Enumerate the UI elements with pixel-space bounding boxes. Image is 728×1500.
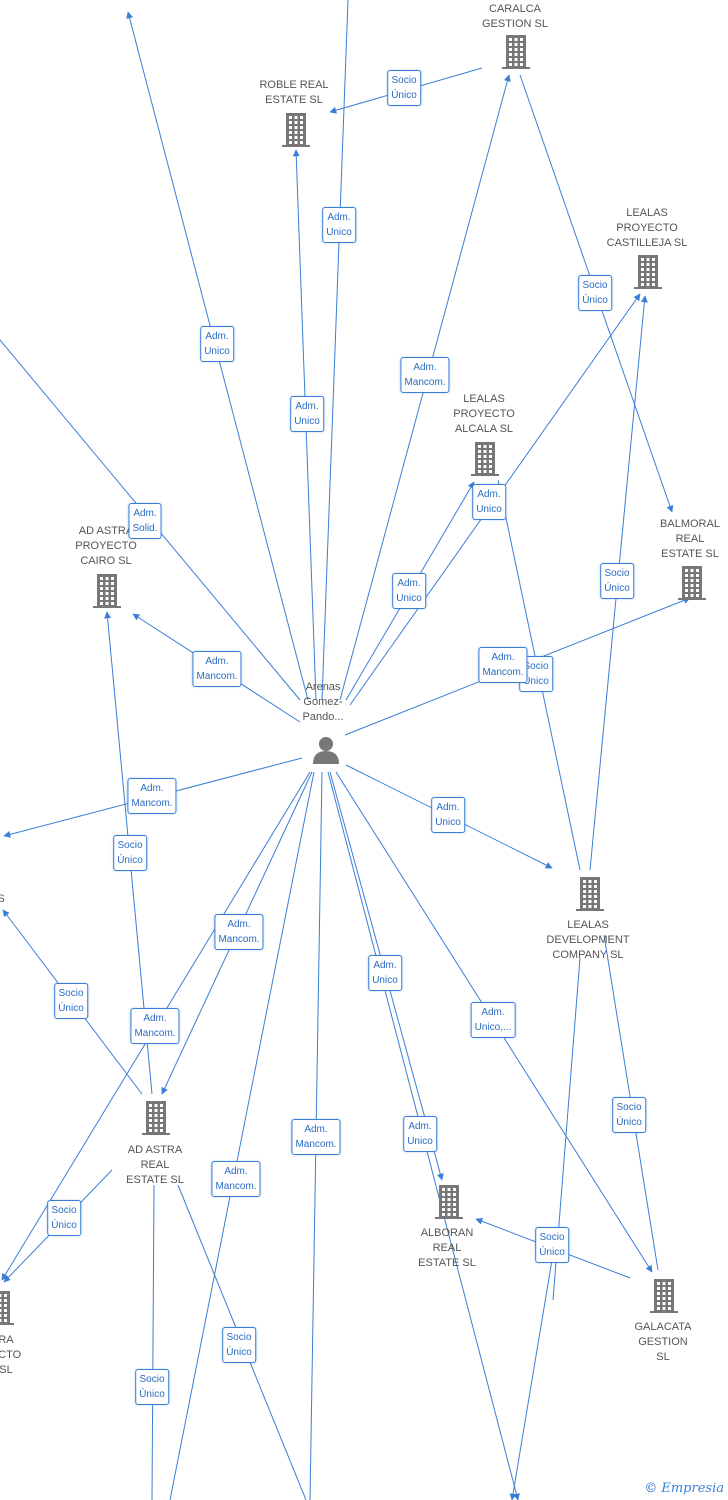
company-label-galacata[interactable]: GALACATA GESTION SL [634,1321,692,1363]
edge-24 [169,771,315,1500]
edge-role-label[interactable]: Adm. Mancom. [214,914,264,950]
building-icon[interactable] [93,574,121,608]
edge-role-label[interactable]: Socio Único [387,70,421,106]
edge-role-label[interactable]: Socio Único [612,1097,646,1133]
copyright-symbol: © [644,1481,658,1496]
edge-role-label[interactable]: Adm. Mancom. [130,1008,180,1044]
edge-role-label[interactable]: Socio Único [600,563,634,599]
edge-26 [151,1184,155,1500]
company-label-leftmid[interactable]: S [0,893,5,905]
edge-role-label[interactable]: Socio Único [113,835,147,871]
company-label-leftbottom[interactable]: RA ECTO SL [0,1334,22,1376]
edge-role-label[interactable]: Adm. Mancom. [211,1161,261,1197]
edge-role-label[interactable]: Adm. Unico [368,955,402,991]
building-icon[interactable] [502,35,530,69]
edge-role-label[interactable]: Socio Único [47,1200,81,1236]
edge-role-label[interactable]: Adm. Unico [431,797,465,833]
edge-1 [321,0,349,701]
building-icon[interactable] [576,877,604,911]
edge-role-label[interactable]: Socio Único [535,1227,569,1263]
edge-role-label[interactable]: Adm. Mancom. [127,778,177,814]
building-icon[interactable] [142,1101,170,1135]
edge-role-label[interactable]: Adm. Mancom. [400,357,450,393]
brand-name: Empresia [661,1481,724,1496]
edge-role-label[interactable]: Adm. Unico [200,326,234,362]
edge-role-label[interactable]: Adm. Unico [290,396,324,432]
company-label-adastra[interactable]: AD ASTRA REAL ESTATE SL [126,1144,184,1186]
edge-role-label[interactable]: Socio Único [222,1327,256,1363]
edge-role-label[interactable]: Adm. Unico [472,484,506,520]
icons [0,35,706,1325]
person-icon[interactable] [313,737,339,764]
watermark: ©Empresia [644,1481,724,1496]
company-label-alboran[interactable]: ALBORAN REAL ESTATE SL [418,1227,476,1269]
company-label-development[interactable]: LEALAS DEVELOPMENT COMPANY SL [546,919,630,961]
building-icon[interactable] [650,1279,678,1313]
company-label-alcala[interactable]: LEALAS PROYECTO ALCALA SL [453,393,515,435]
person-name-label: Arenas Gomez- Pando... [302,681,344,723]
company-label-castilleja[interactable]: LEALAS PROYECTO CASTILLEJA SL [606,207,688,249]
building-icon[interactable] [282,113,310,147]
edge-role-label[interactable]: Adm. Mancom. [478,647,528,683]
building-icon[interactable] [471,442,499,476]
company-label-roble[interactable]: ROBLE REAL ESTATE SL [259,79,329,106]
edge-role-label[interactable]: Socio Único [578,275,612,311]
edge-role-label[interactable]: Adm. Unico [322,207,356,243]
edge-30 [509,1235,557,1500]
edge-role-label[interactable]: Adm. Unico [392,573,426,609]
edge-role-label[interactable]: Adm. Mancom. [291,1119,341,1155]
edge-role-label[interactable]: Adm. Mancom. [192,651,242,687]
building-icon[interactable] [435,1185,463,1219]
edge-role-label[interactable]: Socio Único [54,983,88,1019]
company-label-balmoral[interactable]: BALMORAL REAL ESTATE SL [660,518,720,560]
building-icon[interactable] [634,255,662,289]
company-label-caralca[interactable]: CARALCA GESTION SL [481,3,549,30]
company-label-cairo[interactable]: AD ASTRA PROYECTO CAIRO SL [75,525,137,567]
edge-role-label[interactable]: Adm. Unico,... [470,1002,516,1038]
building-icon[interactable] [678,566,706,600]
building-icon[interactable] [0,1291,14,1325]
edge-role-label[interactable]: Adm. Unico [403,1116,437,1152]
edge-role-label[interactable]: Socio Único [135,1369,169,1405]
edge-role-label[interactable]: Adm. Solid. [128,503,162,539]
